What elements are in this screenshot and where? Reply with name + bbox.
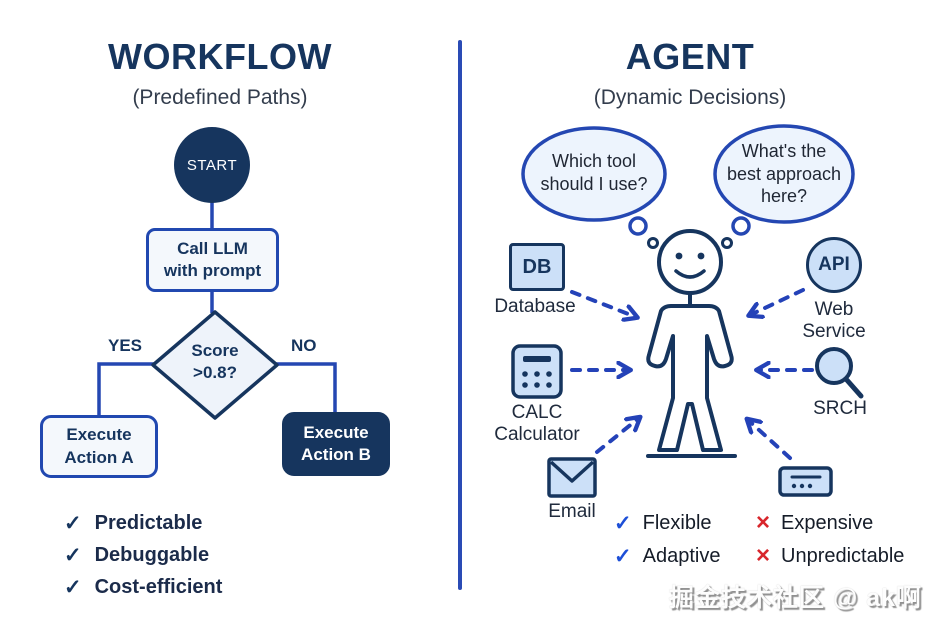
email-icon xyxy=(547,457,597,498)
action-a-label: Execute Action A xyxy=(64,425,134,467)
agent-subtitle: (Dynamic Decisions) xyxy=(593,86,787,109)
con-item: × Expensive xyxy=(756,508,904,538)
con-label: Unpredictable xyxy=(781,544,905,567)
action-b-node: Execute Action B xyxy=(282,412,390,476)
check-icon: ✓ xyxy=(64,575,82,599)
benefit-item: ✓ Cost-efficient xyxy=(64,571,222,603)
thought-right-text: What's the best approach here? xyxy=(726,141,842,206)
watermark: 掘金技术社区 @ ak啊 xyxy=(668,584,922,612)
calculator-icon xyxy=(511,344,563,399)
pro-item: ✓ Adaptive xyxy=(614,541,720,571)
no-branch-label: NO xyxy=(291,336,317,355)
connector-yes-branch xyxy=(97,362,154,417)
benefit-item: ✓ Debuggable xyxy=(64,539,222,571)
database-abbr: DB xyxy=(522,255,552,278)
check-icon: ✓ xyxy=(614,511,632,535)
action-a-node: Execute Action A xyxy=(40,415,158,478)
decision-node-label: Score >0.8? xyxy=(191,341,239,383)
pro-label: Flexible xyxy=(642,511,712,534)
check-icon: ✓ xyxy=(64,543,82,567)
con-label: Expensive xyxy=(781,511,874,534)
database-icon: DB xyxy=(509,243,565,291)
workflow-title: WORKFLOW xyxy=(108,36,332,77)
benefit-label: Predictable xyxy=(94,511,203,534)
api-icon: API xyxy=(806,237,862,293)
benefit-label: Cost-efficient xyxy=(94,575,223,598)
con-item: × Unpredictable xyxy=(756,541,904,571)
email-label: Email xyxy=(548,501,596,522)
cross-icon: × xyxy=(756,509,771,536)
check-icon: ✓ xyxy=(64,511,82,535)
workflow-subtitle: (Predefined Paths) xyxy=(132,86,308,109)
arrow-card-to-person xyxy=(748,420,792,460)
start-node: START xyxy=(174,127,250,203)
start-node-label: START xyxy=(186,156,238,174)
call-llm-node: Call LLM with prompt xyxy=(146,228,279,292)
arrow-email-to-person xyxy=(595,418,639,454)
card-icon xyxy=(778,466,833,497)
workflow-benefits-list: ✓ Predictable ✓ Debuggable ✓ Cost-effici… xyxy=(64,507,222,603)
agent-pros-list: ✓ Flexible ✓ Adaptive xyxy=(614,508,720,571)
web-service-label: Web Service xyxy=(802,299,866,342)
call-llm-label: Call LLM with prompt xyxy=(163,238,262,280)
connector-no-branch xyxy=(276,362,337,414)
thought-left-text: Which tool should I use? xyxy=(540,151,648,194)
search-icon xyxy=(815,347,864,399)
yes-branch-label: YES xyxy=(108,336,143,355)
thought-trail-circle xyxy=(647,237,659,249)
pro-item: ✓ Flexible xyxy=(614,508,720,538)
thought-trail-circle xyxy=(628,216,648,236)
tool-arrows xyxy=(570,288,814,460)
pro-label: Adaptive xyxy=(642,544,721,567)
check-icon: ✓ xyxy=(614,544,632,568)
api-abbr: API xyxy=(818,254,850,275)
action-b-label: Execute Action B xyxy=(301,422,371,464)
search-label: SRCH xyxy=(813,398,867,419)
panel-divider xyxy=(458,40,462,590)
benefit-item: ✓ Predictable xyxy=(64,507,222,539)
person-icon xyxy=(646,229,737,458)
database-label: Database xyxy=(494,296,576,317)
thought-trail-circle xyxy=(721,237,733,249)
benefit-label: Debuggable xyxy=(94,543,210,566)
cross-icon: × xyxy=(756,542,771,569)
agent-title: AGENT xyxy=(625,36,755,77)
agent-cons-list: × Expensive × Unpredictable xyxy=(756,508,904,571)
calculator-label: CALC Calculator xyxy=(494,402,580,445)
thought-trail-circle xyxy=(731,216,751,236)
